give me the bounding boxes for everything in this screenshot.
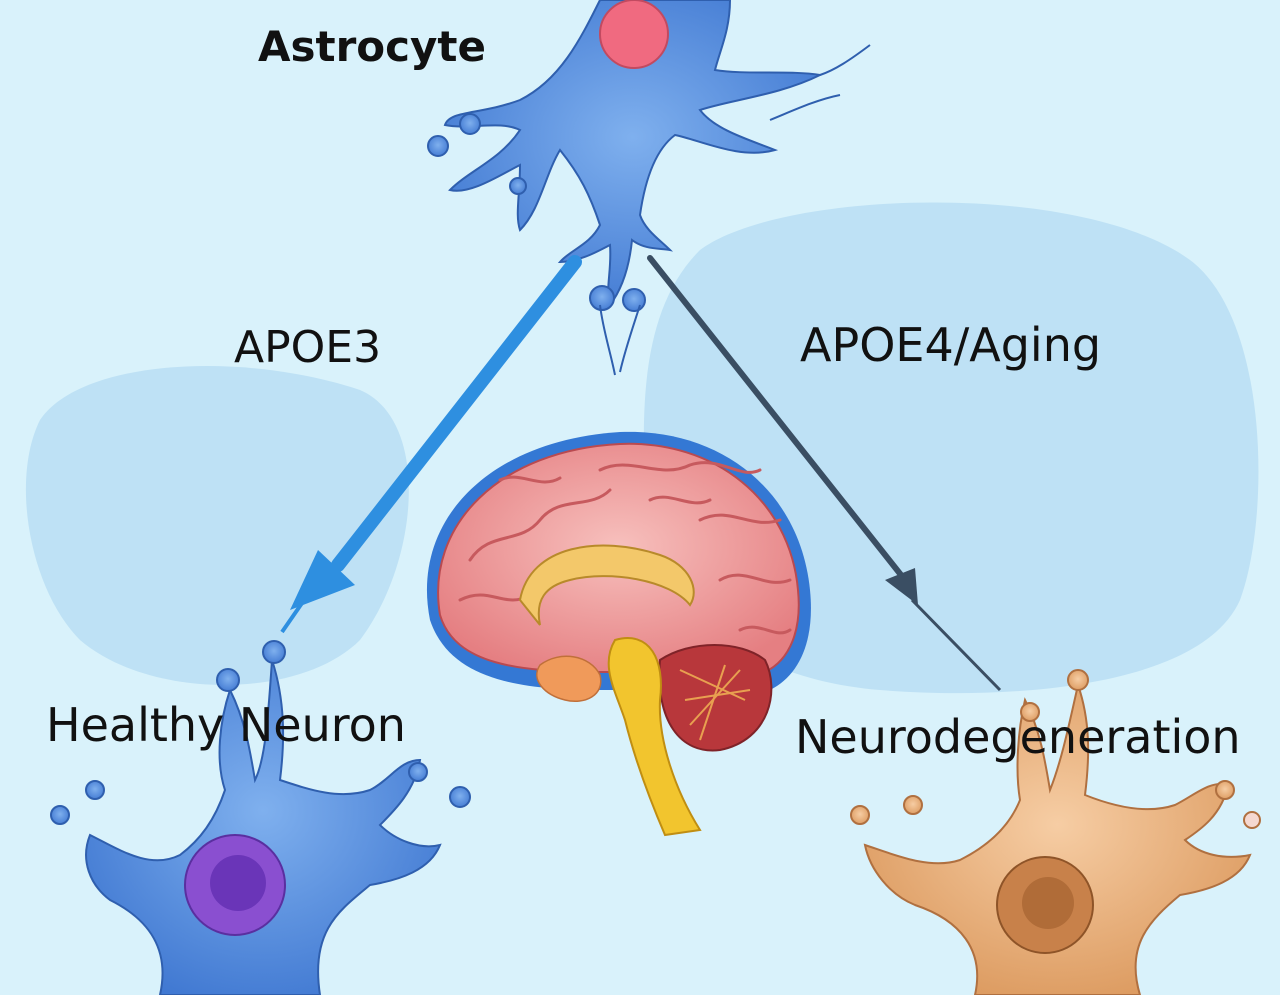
astrocyte-cell-icon [427, 0, 871, 376]
astrocyte-label: Astrocyte [258, 22, 486, 71]
healthy-neuron-icon [50, 640, 471, 995]
apoe3-arrow [331, 255, 582, 572]
apoe3-arrow-tail [280, 578, 320, 634]
healthy-neuron-label: Healthy Neuron [46, 698, 406, 752]
apoe4-aging-label: APOE4/Aging [800, 318, 1102, 372]
neurodegeneration-label: Neurodegeneration [795, 710, 1241, 764]
apoe4-arrow-tail [910, 598, 1002, 692]
degenerating-neuron-icon [850, 669, 1261, 995]
brain-icon [426, 431, 811, 837]
apoe4-arrow [647, 255, 908, 583]
background-blob-left [25, 366, 409, 685]
apoe4-arrowhead [885, 568, 918, 605]
apoe3-label: APOE3 [234, 322, 382, 373]
